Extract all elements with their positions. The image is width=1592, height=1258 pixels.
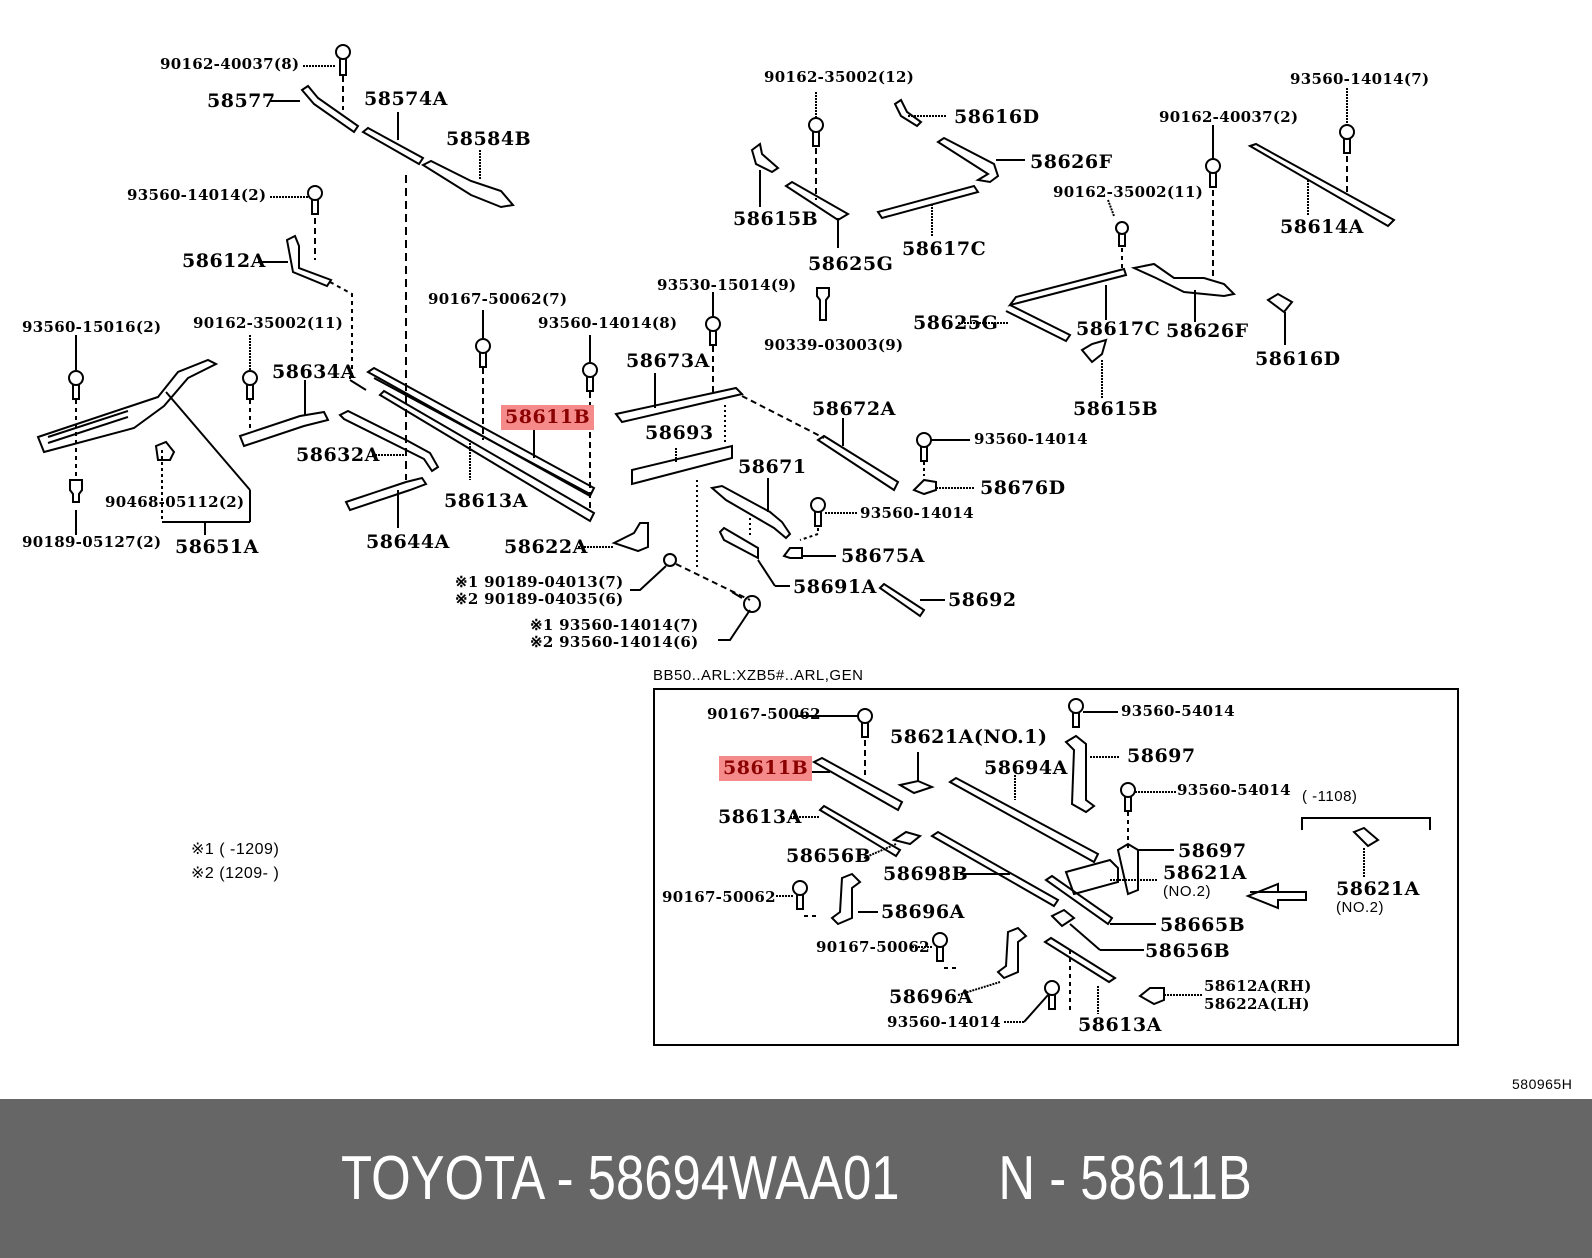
inset-label-58621A-no2[interactable]: 58621A — [1163, 862, 1247, 884]
inset-label-58613A-b[interactable]: 58613A — [1078, 1014, 1162, 1036]
label-58616D-b[interactable]: 58616D — [1255, 348, 1341, 370]
inset-label-58613A-a[interactable]: 58613A — [718, 806, 802, 828]
label-90339-03003[interactable]: 90339-03003(9) — [764, 336, 904, 354]
inset-label-93560-54014-b[interactable]: 93560-54014 — [1177, 781, 1291, 799]
label-58651A[interactable]: 58651A — [175, 536, 259, 558]
inset-label-58696A-b[interactable]: 58696A — [889, 986, 973, 1008]
label-90167-50062-7[interactable]: 90167-50062(7) — [428, 290, 568, 308]
inset-label-58621A-no1[interactable]: 58621A(NO.1) — [890, 726, 1048, 748]
label-58614A[interactable]: 58614A — [1280, 216, 1364, 238]
label-93560-14014-7-note[interactable]: ※1 93560-14014(7) — [530, 616, 699, 634]
label-58613A[interactable]: 58613A — [444, 490, 528, 512]
label-58584B[interactable]: 58584B — [446, 128, 532, 150]
label-90189-05127[interactable]: 90189-05127(2) — [22, 533, 162, 551]
inset-title: BB50..ARL:XZB5#..ARL,GEN — [653, 667, 864, 684]
label-58673A[interactable]: 58673A — [626, 350, 710, 372]
label-90468-05112[interactable]: 90468-05112(2) — [105, 493, 245, 511]
inset-label-90167-50062-b[interactable]: 90167-50062 — [662, 888, 776, 906]
inset-label-93560-14014[interactable]: 93560-14014 — [887, 1013, 1001, 1031]
inset-label-90167-50062-a[interactable]: 90167-50062 — [707, 705, 821, 723]
label-93560-14014-2[interactable]: 93560-14014(2) — [127, 186, 267, 204]
parts-diagram: 90162-40037(8) 58577 58574A 58584B 93560… — [22, 44, 1573, 1092]
label-58612A[interactable]: 58612A — [182, 250, 266, 272]
inset-label-58656B-b[interactable]: 58656B — [1145, 940, 1231, 962]
label-58672A[interactable]: 58672A — [812, 398, 896, 420]
inset-label-58696A-a[interactable]: 58696A — [881, 901, 965, 923]
label-90162-35002-11b[interactable]: 90162-35002(11) — [1053, 183, 1204, 201]
label-58626F-b[interactable]: 58626F — [1166, 320, 1249, 342]
label-58617C-b[interactable]: 58617C — [1076, 318, 1161, 340]
inset-label-90167-50062-c[interactable]: 90167-50062 — [816, 938, 930, 956]
inset-label-58612A-rh[interactable]: 58612A(RH) — [1204, 977, 1312, 995]
inset-label-58621A-alt[interactable]: 58621A — [1336, 878, 1420, 900]
label-93560-14014-a[interactable]: 93560-14014 — [974, 430, 1088, 448]
label-58626F-a[interactable]: 58626F — [1030, 151, 1113, 173]
note-2: ※2 (1209- ) — [191, 865, 280, 882]
inset-label-58697-b[interactable]: 58697 — [1178, 840, 1247, 862]
label-58622A[interactable]: 58622A — [504, 536, 588, 558]
label-58625G-a[interactable]: 58625G — [808, 253, 894, 275]
label-90189-04013[interactable]: ※1 90189-04013(7) — [455, 573, 624, 591]
inset-range-note: ( -1108) — [1302, 788, 1358, 805]
label-58632A[interactable]: 58632A — [296, 444, 380, 466]
inset-label-58611B-highlighted[interactable]: 58611B — [719, 756, 813, 781]
label-90162-35002-12[interactable]: 90162-35002(12) — [764, 68, 915, 86]
inset-label-58621A-alt-sub: (NO.2) — [1336, 899, 1384, 916]
label-93560-15016[interactable]: 93560-15016(2) — [22, 318, 162, 336]
label-93560-14014-7[interactable]: 93560-14014(7) — [1290, 70, 1430, 88]
note-1: ※1 ( -1209) — [191, 841, 280, 858]
label-93560-14014-6-note[interactable]: ※2 93560-14014(6) — [530, 633, 699, 651]
label-58676D[interactable]: 58676D — [980, 477, 1066, 499]
inset-label-58621A-no2-sub: (NO.2) — [1163, 883, 1211, 900]
label-58634A[interactable]: 58634A — [272, 361, 356, 383]
label-58625G-b[interactable]: 58625G — [913, 312, 999, 334]
inset-label-58622A-lh[interactable]: 58622A(LH) — [1204, 995, 1310, 1013]
label-58691A[interactable]: 58691A — [793, 576, 877, 598]
inset-label-58698B[interactable]: 58698B — [883, 863, 969, 885]
inset-label-93560-54014-a[interactable]: 93560-54014 — [1121, 702, 1235, 720]
bolt-icon — [335, 44, 351, 76]
label-58617C-a[interactable]: 58617C — [902, 238, 987, 260]
diagram-reference-code: 580965H — [1512, 1076, 1573, 1092]
label-90162-40037-2[interactable]: 90162-40037(2) — [1159, 108, 1299, 126]
inset-label-58665B[interactable]: 58665B — [1160, 914, 1246, 936]
label-90162-40037[interactable]: 90162-40037(8) — [160, 55, 300, 73]
label-58644A[interactable]: 58644A — [366, 531, 450, 553]
label-58675A[interactable]: 58675A — [841, 545, 925, 567]
label-93560-14014-b[interactable]: 93560-14014 — [860, 504, 974, 522]
label-58615B-a[interactable]: 58615B — [733, 208, 819, 230]
footer-part-text: TOYOTA - 58694WAA01 N - 58611B — [340, 1144, 1252, 1213]
label-93530-15014[interactable]: 93530-15014(9) — [657, 276, 797, 294]
diagram-drawing — [36, 44, 1431, 1023]
inset-label-58697-a[interactable]: 58697 — [1127, 745, 1196, 767]
label-58577[interactable]: 58577 — [207, 90, 276, 112]
inset-frame — [653, 688, 1459, 1046]
label-58574A[interactable]: 58574A — [364, 88, 448, 110]
label-58611B-highlighted[interactable]: 58611B — [501, 405, 595, 430]
footer-bar: TOYOTA - 58694WAA01 N - 58611B — [0, 1099, 1592, 1258]
label-93560-14014-8[interactable]: 93560-14014(8) — [538, 314, 678, 332]
label-58693[interactable]: 58693 — [645, 422, 714, 444]
label-58615B-b[interactable]: 58615B — [1073, 398, 1159, 420]
label-58692[interactable]: 58692 — [948, 589, 1017, 611]
label-90189-04035[interactable]: ※2 90189-04035(6) — [455, 590, 624, 608]
label-58616D-a[interactable]: 58616D — [954, 106, 1040, 128]
inset-label-58656B-a[interactable]: 58656B — [786, 845, 872, 867]
label-58671[interactable]: 58671 — [738, 456, 807, 478]
label-90162-35002-11a[interactable]: 90162-35002(11) — [193, 314, 344, 332]
inset-label-58694A[interactable]: 58694A — [984, 757, 1068, 779]
